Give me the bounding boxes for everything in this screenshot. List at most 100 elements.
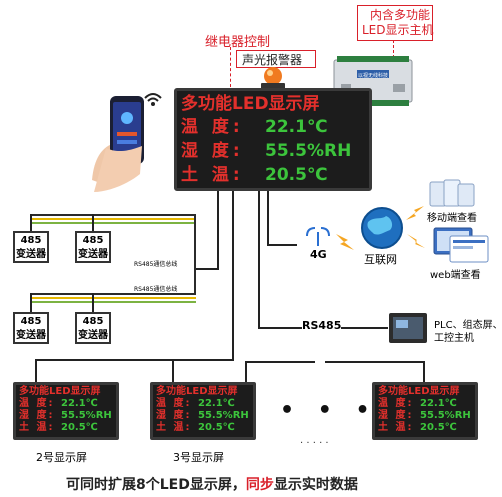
row-label: 土 温: [19,422,55,433]
screen-2-label: 2号显示屏 [36,451,87,464]
phone-hand-icon [88,88,158,202]
small-screen-title: 多功能LED显示屏 [156,386,238,397]
host-leader-line [393,40,395,58]
transmitter-drop [30,214,32,232]
row-value: 20.5℃ [420,422,457,433]
lightning-icon [405,232,427,254]
main-right-wire [232,191,234,359]
bus-line-1b [30,218,196,220]
small-screen-row: 土 温: 20.5℃ [156,422,250,434]
row-value: 55.5%RH [265,141,352,161]
transmitter-line2: 变送器 [16,330,46,341]
transmitter-line1: 485 [82,235,104,246]
ipc-label: 工控主机 [434,333,474,344]
small-screen-row: 湿 度: 55.5%RH [19,410,113,422]
small-screen-row: 土 温: 20.5℃ [19,422,113,434]
row-value: 20.5℃ [198,422,235,433]
led-screen-2: 多功能LED显示屏 温 度: 22.1℃ 湿 度: 55.5%RH 土 温: 20.5… [13,382,119,440]
ext-bus-drop [172,359,174,383]
footer-highlight: 同步 [245,477,274,493]
alarm-light-icon [257,66,289,94]
small-screen-row: 温 度:22.1℃ [156,398,250,410]
row-label: 土 温: [156,422,192,433]
screen-3-label: 3号显示屏 [173,451,224,464]
row-label: 土 温: [181,165,244,185]
small-screen-row: 温 度:22.1℃ [378,398,472,410]
ext-bus-drop [423,361,425,385]
row-value: 20.5℃ [61,422,98,433]
main-screen-title: 多功能LED显示屏 [181,94,320,114]
small-screen-title: 多功能LED显示屏 [19,386,101,397]
main-screen-row: 湿 度: 55.5%RH [181,139,365,163]
transmitter-line2: 变送器 [78,249,108,260]
row-value: 22.1℃ [61,398,98,409]
row-label: 土 温: [378,422,414,433]
antenna-4g-icon [305,226,331,250]
transmitter-line1: 485 [20,235,42,246]
web-screens-icon [432,226,492,268]
ext-bus-h [35,359,234,361]
host-label-line1: 内含多功能 [370,8,431,22]
plc-label: PLC、组态屏、 [434,320,502,331]
network-wire-h [267,244,297,246]
bus-line-2 [30,293,196,295]
ext-bus-h [325,361,425,363]
led-screen-n: 多功能LED显示屏 温 度:22.1℃ 湿 度: 55.5%RH 土 温: 20.5… [372,382,478,440]
transmitter-485: 485 变送器 [13,312,49,344]
main-screen-row: 温 度: 22.1℃ [181,115,365,139]
ext-bus-drop [245,361,247,383]
alarm-label: 声光报警器 [242,53,303,67]
alarm-label-box [236,50,316,68]
rs485-label: RS485 [302,319,342,332]
footer-prefix: 可同时扩展8个LED显示屏， [66,477,246,493]
row-label: 温 度: [181,117,244,137]
network-wire [267,191,269,246]
ext-bus-h [245,361,315,363]
transmitter-line2: 变送器 [78,330,108,341]
transmitter-485: 485 变送器 [75,231,111,263]
host-label-box [357,5,433,41]
bus-line-2-riser [194,268,196,295]
main-led-screen: 多功能LED显示屏 温 度: 22.1℃ 湿 度: 55.5%RH 土 温: 2… [174,88,372,191]
bus-connect-wire [196,268,219,270]
row-value: 55.5%RH [61,410,112,421]
bus-line-2c [30,301,196,303]
row-label: 温 度: [156,398,192,409]
lightning-icon [334,232,356,256]
small-screen-row: 湿 度: 55.5%RH [378,410,472,422]
small-screen-row: 土 温: 20.5℃ [378,422,472,434]
row-label: 湿 度: [19,410,55,421]
row-value: 22.1℃ [420,398,457,409]
transmitter-485: 485 变送器 [13,231,49,263]
footer-suffix: 显示实时数据 [273,477,358,493]
led-screen-3: 多功能LED显示屏 温 度:22.1℃ 湿 度: 55.5%RH 土 温: 20.5… [150,382,256,440]
ext-bus-drop [35,359,37,383]
lightning-icon [404,204,426,226]
globe-icon [360,206,404,254]
mobile-view-label: 移动端查看 [427,213,477,224]
wifi-icon [143,90,163,112]
bus-line-1-riser [194,214,196,270]
row-label: 温 度: [19,398,55,409]
row-value: 20.5℃ [265,165,328,185]
touch-panel-icon [388,312,428,350]
row-label: 湿 度: [378,410,414,421]
network-4g-label: 4G [310,248,327,261]
more-screens-ellipsis-small: · · · · · [300,438,329,449]
device-brand-label: 以视无线科技 [358,73,389,79]
bus-label-2: RS485通信总线 [134,286,178,293]
mobile-screens-icon [428,178,476,212]
bus-line-1c [30,222,196,224]
bus-line-2b [30,297,196,299]
transmitter-line2: 变送器 [16,249,46,260]
transmitter-drop [30,293,32,313]
row-label: 湿 度: [156,410,192,421]
footer-caption: 可同时扩展8个LED显示屏，同步显示实时数据 [66,474,358,494]
row-value: 22.1℃ [265,117,328,137]
row-value: 55.5%RH [198,410,249,421]
small-screen-title: 多功能LED显示屏 [378,386,460,397]
transmitter-drop [92,293,94,313]
row-value: 55.5%RH [420,410,471,421]
small-screen-row: 湿 度: 55.5%RH [156,410,250,422]
main-down-wire [217,191,219,269]
